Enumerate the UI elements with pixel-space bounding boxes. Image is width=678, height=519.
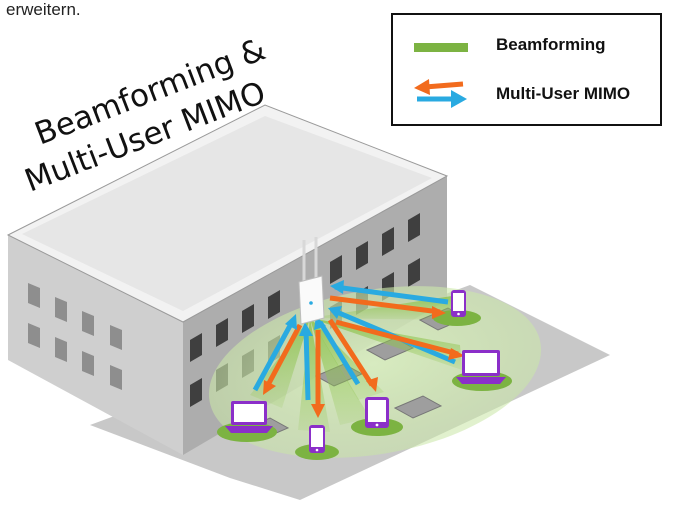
mimo-arrows	[252, 280, 465, 418]
tablet-icon	[365, 397, 389, 428]
laptop-icon	[225, 401, 273, 433]
left-wall-windows	[28, 283, 122, 390]
beamforming-swatch	[414, 43, 468, 52]
legend-label-mimo: Multi-User MIMO	[496, 84, 631, 103]
bidirectional-arrow-icon	[414, 79, 467, 108]
coverage-area	[208, 286, 542, 458]
building-roof-inner	[22, 116, 432, 311]
legend-item-mimo: Multi-User MIMO	[393, 73, 660, 113]
phone-icon	[451, 290, 466, 317]
legend: Beamforming Multi-User MIMO	[391, 13, 662, 126]
laptop-icon	[456, 350, 506, 384]
legend-label-beamforming: Beamforming	[496, 35, 606, 54]
legend-item-beamforming: Beamforming	[393, 30, 660, 60]
access-point-icon	[298, 237, 325, 325]
phone-icon	[309, 425, 325, 453]
intro-text-fragment: erweitern.	[6, 0, 81, 19]
building-left-wall	[8, 235, 183, 455]
